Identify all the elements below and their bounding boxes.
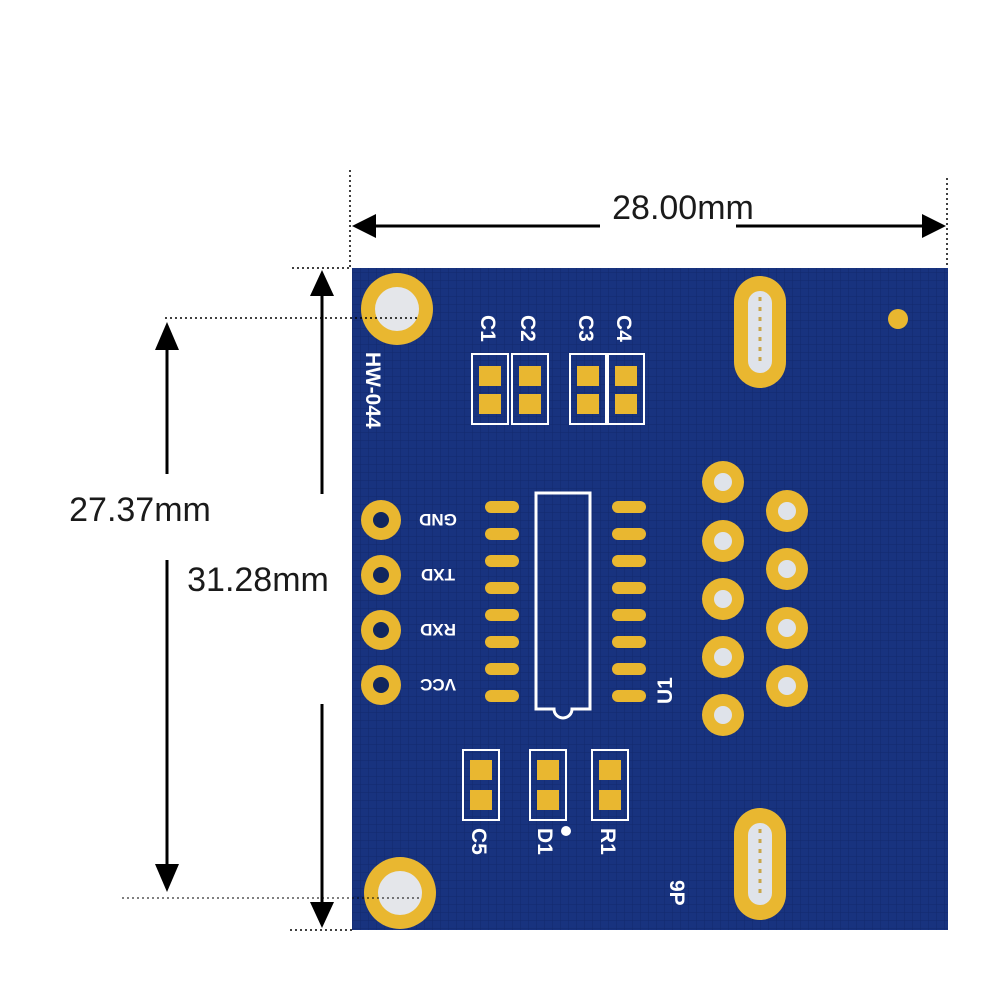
ic-u1 (485, 491, 646, 720)
arrowhead-top (310, 270, 334, 296)
pin-label-gnd: GND (419, 510, 457, 529)
diode-d1 (529, 749, 571, 836)
label-r1: R1 (596, 828, 619, 855)
label-u1: U1 (654, 677, 677, 704)
dimension-board-height: 31.28mm (187, 267, 352, 931)
pcb-substrate (352, 268, 948, 930)
ic-pads-right (612, 501, 646, 702)
label-d1: D1 (533, 828, 556, 855)
resistor-r1 (591, 749, 629, 821)
pin-label-txd: TXD (421, 565, 455, 584)
diode-polarity-dot (561, 826, 571, 836)
pin-vcc-pad (361, 665, 401, 705)
ic-pads-left (485, 501, 519, 702)
pin-rxd-pad (361, 610, 401, 650)
label-c4: C4 (612, 315, 635, 342)
pin-gnd-pad (361, 500, 401, 540)
fiducial-dot (888, 309, 908, 329)
slot-hole-bottom (734, 808, 786, 920)
dimension-hole-spacing: 27.37mm (69, 317, 420, 899)
arrowhead-bottom (310, 902, 334, 928)
arrowhead-right (922, 214, 946, 238)
pcb-board: C1 C2 C3 C4 HW-044 GND TXD RXD VCC (352, 268, 948, 930)
label-c3: C3 (574, 315, 597, 342)
mounting-hole-top (361, 273, 433, 345)
header-pins (361, 500, 401, 705)
ic-outline (534, 491, 592, 720)
arrowhead-hole-bottom (155, 864, 179, 892)
slot-hole-top (734, 276, 786, 388)
mounting-hole-bottom (364, 857, 436, 929)
label-c1: C1 (476, 315, 499, 342)
hole-spacing-dimension-label: 27.37mm (69, 491, 211, 529)
capacitor-c4 (607, 353, 645, 425)
arrowhead-hole-top (155, 322, 179, 350)
arrowhead-left (352, 214, 376, 238)
capacitor-c2 (511, 353, 549, 425)
label-9p: 9P (665, 880, 688, 906)
capacitor-c5 (462, 749, 500, 821)
board-height-dimension-label: 31.28mm (187, 561, 329, 599)
pin-label-vcc: VCC (420, 675, 456, 694)
connector-9p-pads (702, 461, 808, 736)
label-c2: C2 (516, 315, 539, 342)
width-dimension-label: 28.00mm (612, 189, 754, 227)
dimension-width: 28.00mm (349, 170, 948, 268)
capacitor-c1 (471, 353, 509, 425)
pin-label-rxd: RXD (420, 620, 456, 639)
label-c5: C5 (467, 828, 490, 855)
pin-txd-pad (361, 555, 401, 595)
capacitor-c3 (569, 353, 607, 425)
board-model-label: HW-044 (361, 352, 384, 429)
